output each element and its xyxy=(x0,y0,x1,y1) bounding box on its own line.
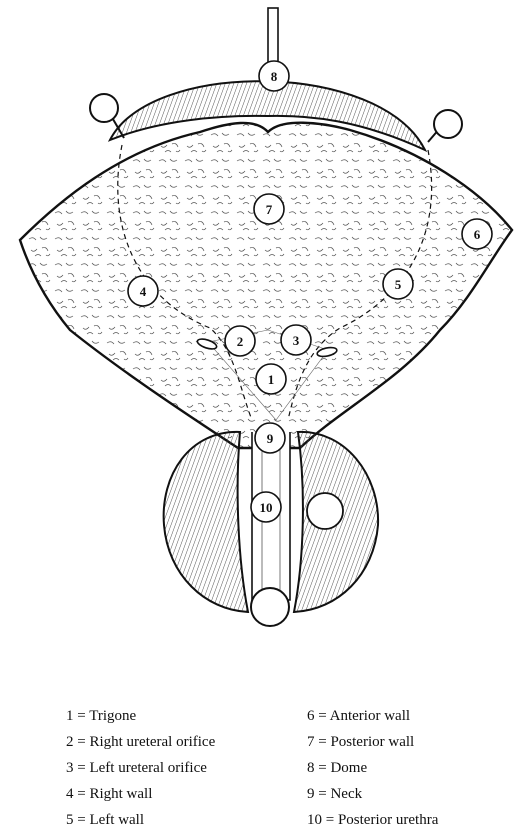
legend-item-left-ureteral-orifice: 3 = Left ureteral orifice xyxy=(66,757,215,783)
marker-3: 3 xyxy=(281,325,311,355)
legend-item-dome: 8 = Dome xyxy=(307,757,438,783)
legend-item-neck: 9 = Neck xyxy=(307,783,438,809)
marker-9: 9 xyxy=(255,423,285,453)
right-ureter-end xyxy=(90,94,118,122)
legend-item-posterior-urethra: 10 = Posterior urethra xyxy=(307,809,438,835)
legend-column-right: 6 = Anterior wall 7 = Posterior wall 8 =… xyxy=(307,705,438,835)
legend-item-anterior-wall: 6 = Anterior wall xyxy=(307,705,438,731)
marker-6: 6 xyxy=(462,219,492,249)
bladder-diagram: 1 2 3 4 5 6 7 8 9 10 xyxy=(0,0,519,660)
marker-1: 1 xyxy=(256,364,286,394)
marker-7: 7 xyxy=(254,194,284,224)
svg-text:7: 7 xyxy=(266,202,273,217)
svg-text:5: 5 xyxy=(395,277,402,292)
urachus-stem xyxy=(268,8,278,64)
legend-item-left-wall: 5 = Left wall xyxy=(66,809,215,835)
svg-text:2: 2 xyxy=(237,334,244,349)
legend-column-left: 1 = Trigone 2 = Right ureteral orifice 3… xyxy=(66,705,215,835)
urethra-end-ball xyxy=(251,588,289,626)
marker-2: 2 xyxy=(225,326,255,356)
svg-text:4: 4 xyxy=(140,284,147,299)
svg-text:10: 10 xyxy=(260,500,273,515)
bladder-body-shape xyxy=(20,123,512,448)
svg-text:1: 1 xyxy=(268,372,275,387)
left-prostate-lobe xyxy=(164,432,248,612)
verumontanum-circle xyxy=(307,493,343,529)
marker-5: 5 xyxy=(383,269,413,299)
legend-item-posterior-wall: 7 = Posterior wall xyxy=(307,731,438,757)
svg-text:6: 6 xyxy=(474,227,481,242)
marker-8: 8 xyxy=(259,61,289,91)
marker-10: 10 xyxy=(251,492,281,522)
left-ureter-end xyxy=(434,110,462,138)
marker-4: 4 xyxy=(128,276,158,306)
legend-item-trigone: 1 = Trigone xyxy=(66,705,215,731)
legend-item-right-ureteral-orifice: 2 = Right ureteral orifice xyxy=(66,731,215,757)
svg-text:9: 9 xyxy=(267,431,274,446)
svg-text:8: 8 xyxy=(271,69,278,84)
legend-item-right-wall: 4 = Right wall xyxy=(66,783,215,809)
legend: 1 = Trigone 2 = Right ureteral orifice 3… xyxy=(0,705,519,830)
svg-text:3: 3 xyxy=(293,333,300,348)
